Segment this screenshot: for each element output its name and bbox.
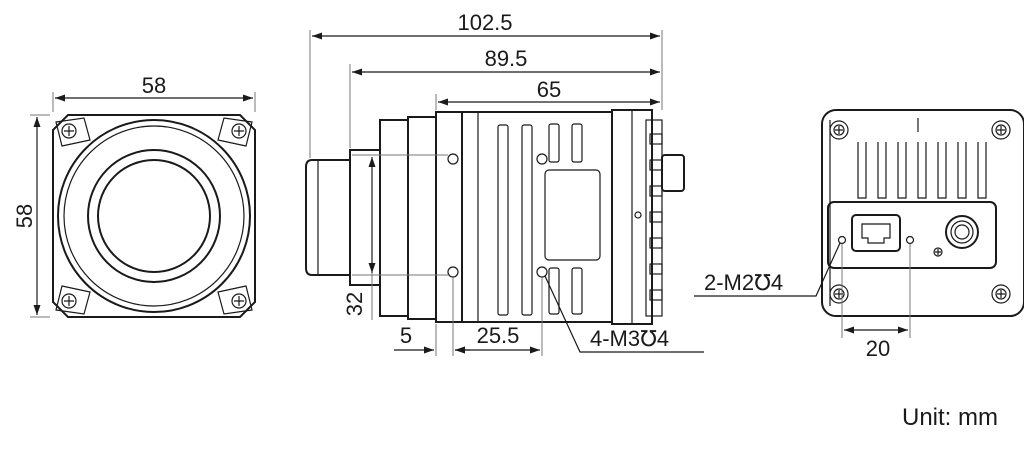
overall-length-label: 102.5 — [457, 10, 512, 35]
length-without-connector-label: 89.5 — [485, 46, 528, 71]
front-width-label: 58 — [142, 73, 166, 98]
front-height-label: 58 — [12, 204, 37, 228]
rear-view: 20 2-M2℧4 — [694, 109, 1024, 361]
screw-icon — [829, 284, 849, 304]
screw-icon — [991, 120, 1011, 140]
screw-icon — [991, 284, 1011, 304]
flange-offset-label: 5 — [400, 323, 412, 348]
gpio-connector-icon — [945, 215, 979, 249]
hole-offset-label: 25.5 — [477, 323, 520, 348]
hole-spacing-vertical-label: 32 — [342, 292, 367, 316]
ethernet-port-icon — [851, 214, 901, 252]
screw-icon — [231, 123, 247, 139]
screw-icon — [829, 120, 849, 140]
rear-hole-spacing-label: 20 — [866, 336, 890, 361]
unit-label: Unit: mm — [902, 404, 998, 431]
screw-icon — [61, 293, 77, 309]
side-threads-label: 4-M3℧4 — [590, 326, 669, 351]
rear-threads-label: 2-M2℧4 — [704, 270, 783, 295]
side-view: 102.5 89.5 65 32 5 25.5 4-M3℧4 — [305, 10, 704, 356]
screw-icon — [231, 293, 247, 309]
body-length-label: 65 — [537, 77, 561, 102]
screw-icon — [61, 123, 77, 139]
front-view: 58 58 — [12, 73, 256, 318]
